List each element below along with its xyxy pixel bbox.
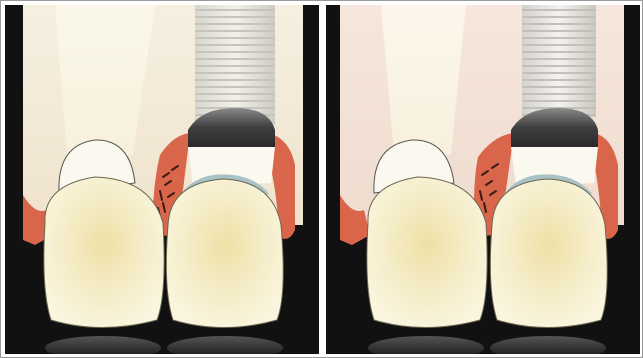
natural-tooth-crown — [367, 177, 487, 328]
reflection-right-tooth — [167, 336, 283, 354]
implant-threads — [195, 5, 275, 125]
implant-crown — [490, 179, 607, 328]
dental-illustration-right — [326, 5, 640, 354]
illustration-panel-left — [5, 5, 319, 354]
dental-illustration-left — [5, 5, 319, 354]
natural-tooth-root — [381, 5, 466, 155]
reflection-left-tooth — [368, 336, 484, 354]
implant-threads — [522, 5, 596, 117]
natural-tooth-crown — [44, 177, 164, 328]
illustration-panel-right — [326, 5, 640, 354]
implant-crown — [166, 179, 283, 328]
reflection-right-tooth — [490, 336, 606, 354]
reflection-left-tooth — [45, 336, 161, 354]
